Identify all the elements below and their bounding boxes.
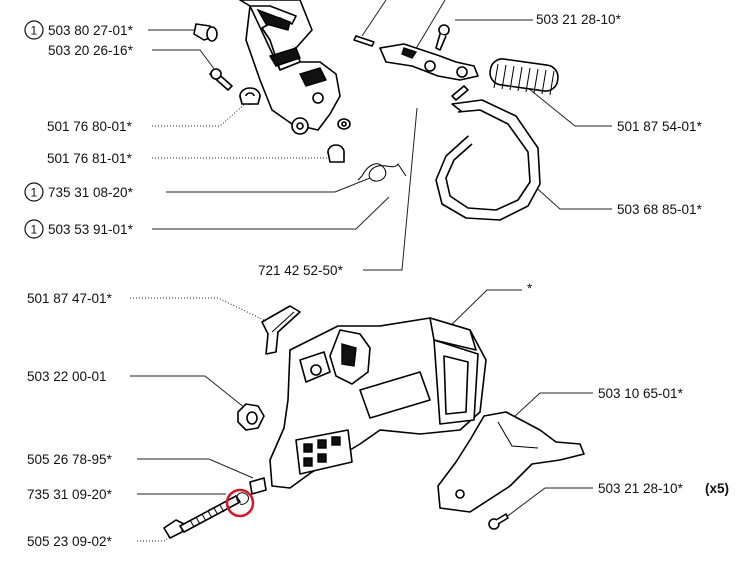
clip-501-87-47-01: [261, 305, 301, 355]
leader-lines: [130, 0, 612, 542]
small-nut-505-26-78-95: [249, 477, 267, 495]
leader-503-22-00-01: [130, 375, 246, 409]
part-label-503-21-28-10-bottom: 503 21 28-10*: [598, 481, 684, 496]
callout-badge-5: [24, 182, 44, 202]
leader-501-87-54-01: [527, 87, 612, 127]
torsion-spring: [357, 163, 407, 182]
part-label-503-53-91-01: 503 53 91-01*: [48, 222, 134, 237]
callout-badge-1: [24, 20, 44, 40]
label-group-left: 1 503 80 27-01* 503 20 26-16* 501 76 80-…: [24, 20, 344, 549]
callout-badge-5-text: 1: [31, 186, 38, 200]
part-label-721-42-52-50: 721 42 52-50*: [258, 263, 344, 278]
leader-top-cut-2: [413, 0, 446, 53]
part-label-501-76-80-01: 501 76 80-01*: [47, 119, 133, 134]
callout-badge-6-text: 1: [31, 223, 38, 237]
part-label-asterisk: *: [527, 281, 533, 296]
pin-503-80-27-01: [193, 23, 218, 42]
part-label-503-21-28-10-top: 503 21 28-10*: [536, 12, 622, 27]
part-label-503-10-65-01: 503 10 65-01*: [598, 386, 684, 401]
leader-503-20-26-16: [152, 49, 216, 71]
highlight-circle: [225, 488, 255, 518]
label-group-right: 503 21 28-10* 501 87 54-01* 503 68 85-01…: [527, 12, 729, 496]
part-label-501-76-81-01: 501 76 81-01*: [47, 151, 133, 166]
leader-503-21-28-10-bottom: [504, 487, 593, 519]
brake-band: [435, 99, 541, 221]
leader-721-42-52-50: [363, 107, 418, 271]
coil-spring: [489, 58, 559, 96]
small-spring-735-31-09-20: [225, 488, 255, 518]
brake-linkage: [353, 35, 479, 81]
part-label-505-23-09-02: 505 23 09-02*: [27, 534, 113, 549]
part-label-503-80-27-01: 503 80 27-01*: [48, 23, 134, 38]
nut-503-22-00-01: [237, 403, 265, 431]
leader-top-cut-1: [361, 0, 387, 37]
part-label-735-31-09-20: 735 31 09-20*: [27, 487, 113, 502]
leader-503-53-91-01: [152, 196, 390, 230]
leader-505-23-09-02: [137, 529, 176, 542]
part-label-503-68-85-01: 503 68 85-01*: [617, 202, 703, 217]
washer-small: [337, 118, 351, 130]
part-label-503-22-00-01: 503 22 00-01: [27, 369, 107, 384]
part-label-735-31-08-20: 735 31 08-20*: [48, 185, 134, 200]
quantity-label-x5: (x5): [705, 481, 729, 496]
chain-brake-handle: [239, 0, 341, 135]
leader-asterisk: [439, 289, 522, 337]
callout-badge-6: [24, 219, 44, 239]
leader-501-76-80-01: [152, 102, 247, 127]
cover-plate: [437, 411, 585, 513]
callout-badge-1-text: 1: [31, 24, 38, 38]
screw-503-21-28-10-top: [435, 24, 450, 51]
leader-505-26-78-95: [137, 458, 254, 479]
part-label-501-87-54-01: 501 87 54-01*: [617, 119, 703, 134]
screw-503-20-26-16: [209, 68, 233, 91]
leader-501-87-47-01: [130, 297, 269, 323]
bushing-501-76-80-01: [239, 87, 261, 105]
part-label-501-87-47-01: 501 87 47-01*: [27, 291, 113, 306]
bushing-501-76-81-01: [327, 144, 345, 163]
leader-735-31-08-20: [166, 177, 371, 193]
screw-503-21-28-10-bottom: [488, 513, 509, 530]
chain-brake-housing: [269, 317, 487, 489]
part-label-503-20-26-16: 503 20 26-16*: [48, 43, 134, 58]
adjusting-screw: [163, 495, 241, 539]
pin-721-42-52-50: [451, 85, 469, 101]
part-label-505-26-78-95: 505 26 78-95*: [27, 452, 113, 467]
